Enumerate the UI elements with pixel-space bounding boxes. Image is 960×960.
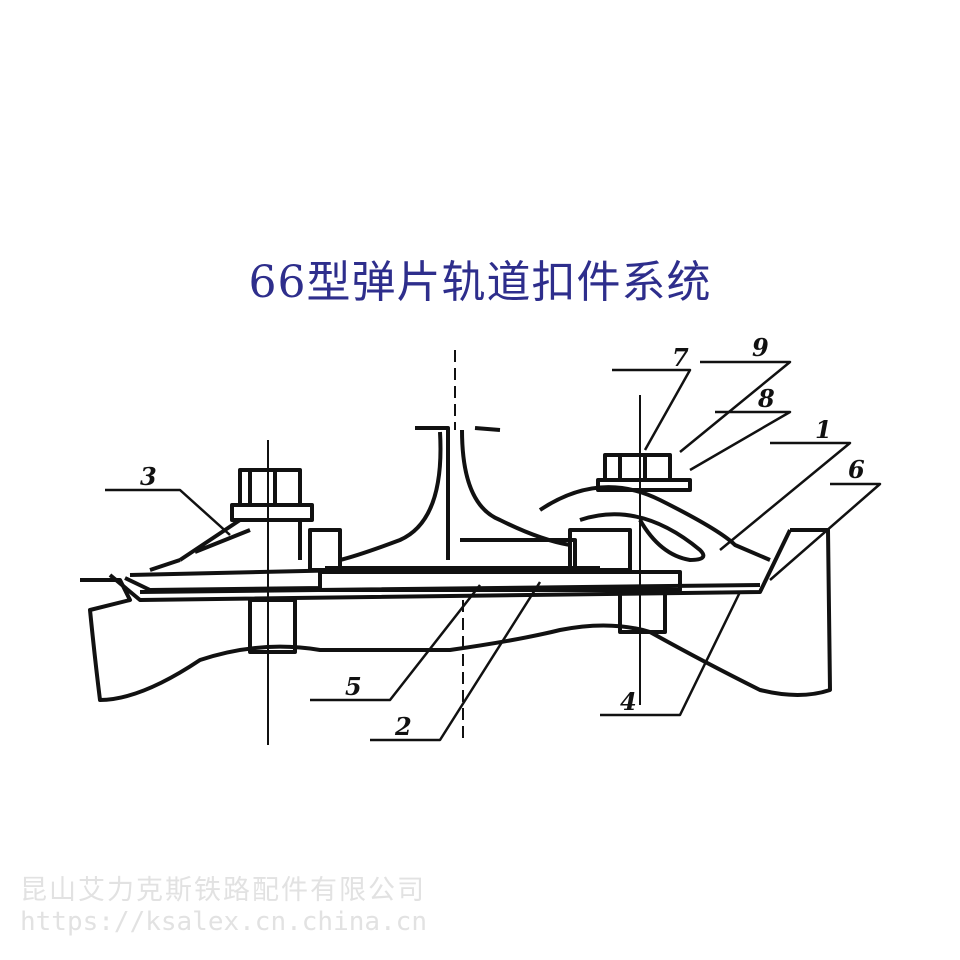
rail-base: [325, 538, 600, 570]
label-6: 6: [848, 455, 865, 484]
leader-lines: [105, 360, 882, 742]
right-nut: [596, 453, 692, 492]
label-3: 3: [140, 462, 157, 491]
label-7: 7: [672, 343, 689, 372]
label-9: 9: [752, 333, 769, 362]
label-1: 1: [815, 415, 832, 444]
left-block: [308, 528, 342, 572]
left-nut: [230, 468, 314, 522]
label-4: 4: [620, 687, 637, 716]
left-anchor: [248, 598, 297, 654]
rail: [338, 426, 571, 568]
left-clip: [149, 518, 302, 572]
right-spring-clip: [538, 485, 771, 562]
rail-centerline: [454, 350, 464, 740]
right-block: [568, 528, 632, 572]
sleeper-outline: [80, 528, 832, 702]
label-5: 5: [345, 672, 362, 701]
label-8: 8: [757, 384, 775, 413]
watermark-url: https://ksalex.cn.china.cn: [20, 907, 427, 937]
diagram-title: 66型弹片轨道扣件系统: [248, 257, 712, 308]
label-2: 2: [394, 712, 412, 741]
right-anchor: [618, 588, 667, 634]
watermark-company: 昆山艾力克斯铁路配件有限公司: [20, 875, 426, 906]
